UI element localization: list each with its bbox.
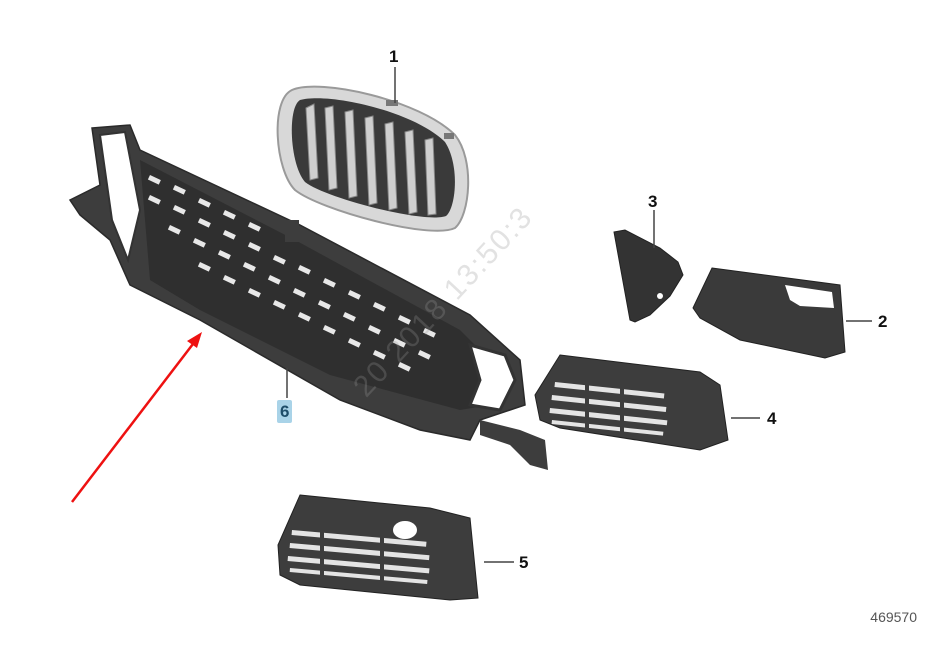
fog-light-cover-closed[interactable] xyxy=(692,267,846,359)
callout-4[interactable]: 4 xyxy=(767,409,777,428)
corner-trim[interactable] xyxy=(613,229,684,323)
callout-1[interactable]: 1 xyxy=(389,47,399,66)
callout-3[interactable]: 3 xyxy=(648,192,658,211)
callout-6-highlighted[interactable]: 6 xyxy=(277,400,293,423)
lower-center-grille[interactable] xyxy=(68,124,548,470)
side-grille-with-opening[interactable] xyxy=(277,494,479,601)
callout-5[interactable]: 5 xyxy=(519,553,529,572)
callout-2[interactable]: 2 xyxy=(878,312,888,331)
red-arrow-annotation xyxy=(71,332,202,503)
document-number: 469570 xyxy=(870,609,917,625)
side-grille-right[interactable] xyxy=(534,354,729,451)
kidney-grille[interactable] xyxy=(276,85,470,232)
